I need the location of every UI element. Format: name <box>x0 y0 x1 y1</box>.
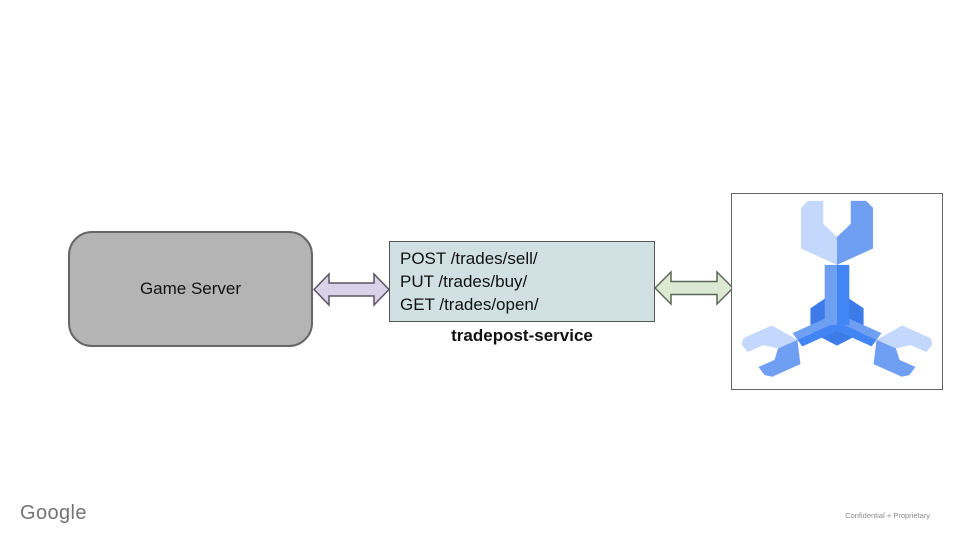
bidirectional-arrow-left <box>313 272 390 307</box>
double-arrow-shape <box>654 270 734 306</box>
confidential-note: Confidential + Proprietary <box>845 511 930 520</box>
bidirectional-arrow-right <box>654 270 734 306</box>
matchmaker-panel <box>731 193 943 390</box>
wrench-stem-face <box>830 321 877 347</box>
tradepost-service-caption: tradepost-service <box>451 326 593 345</box>
wrench-head-face <box>876 325 933 353</box>
wrench-stem-face <box>837 264 850 325</box>
wrench-arm-top <box>801 200 873 325</box>
wrench-head-face <box>758 339 801 377</box>
wrench-head-face <box>801 200 837 265</box>
wrench-head-face <box>741 325 798 353</box>
tradepost-service-box: POST /trades/sell/ PUT /trades/buy/ GET … <box>389 241 655 322</box>
endpoint-line: PUT /trades/buy/ <box>400 271 528 291</box>
double-arrow-shape <box>313 272 390 307</box>
wrench-stem-face <box>824 264 837 325</box>
game-server-label: Game Server <box>139 279 242 298</box>
open-match-logo-icon <box>741 200 933 377</box>
endpoint-line: GET /trades/open/ <box>400 295 539 315</box>
google-logo: Google <box>20 502 87 524</box>
wrench-head-face <box>837 200 873 265</box>
endpoint-line: POST /trades/sell/ <box>400 248 538 268</box>
wrench-arm-lower-right <box>830 314 933 377</box>
wrench-head-face <box>873 339 916 377</box>
game-server-box: Game Server <box>68 231 313 347</box>
